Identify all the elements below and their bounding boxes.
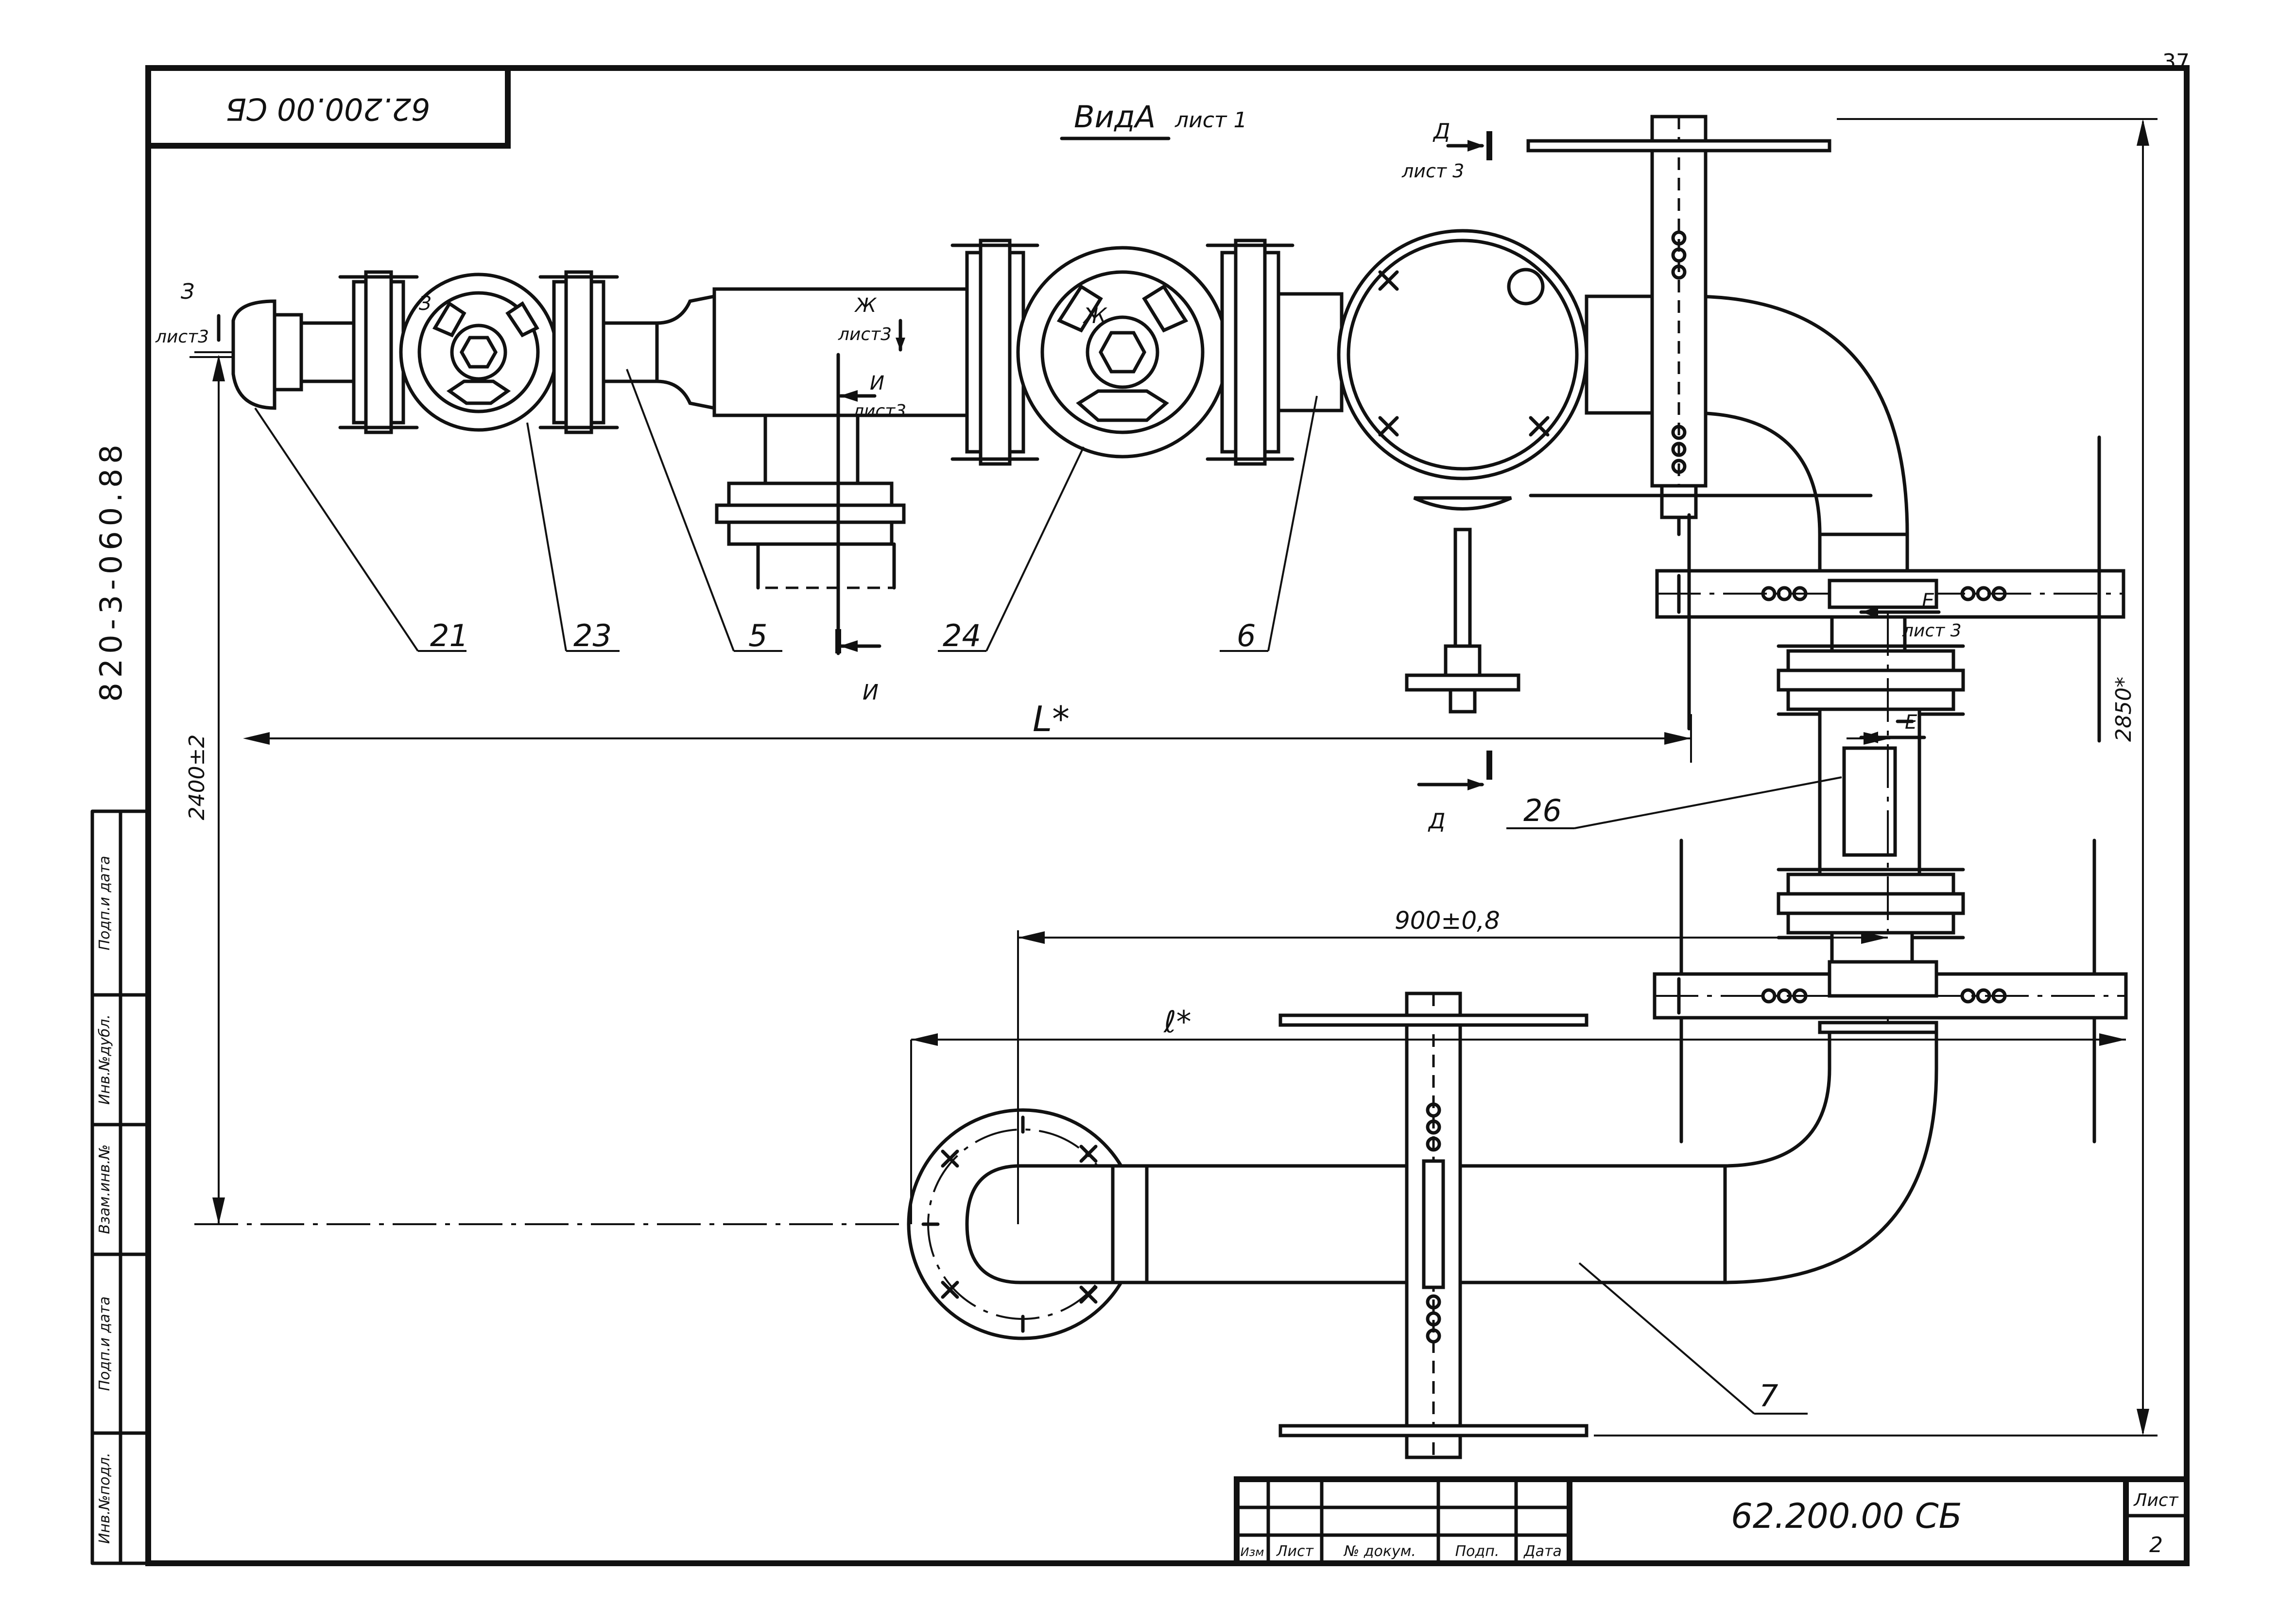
view-sheet-ref: лист 1 [1174, 108, 1247, 133]
upper-support-vertical [1526, 115, 1873, 536]
tb-header-list: Лист [1276, 1543, 1314, 1560]
horizontal-support-lower [1653, 960, 2128, 1020]
section-z-letter: З [181, 279, 194, 304]
dim-900: 900±0,8 [1395, 906, 1500, 935]
section-zh-sheet: лист3 [838, 325, 892, 344]
callout-5: 5 [748, 618, 767, 653]
section-zh-letter: Ж [854, 294, 877, 317]
section-d-bottom: Д [1428, 809, 1445, 834]
tb-header-data: Дата [1523, 1543, 1562, 1560]
callouts: 21 23 5 24 6 26 7 [254, 369, 1842, 1415]
page-number: 37 [2162, 50, 2190, 74]
flange-pair-left [338, 270, 419, 434]
gate-valve-23 [399, 273, 558, 432]
callout-26: 26 [1523, 793, 1562, 828]
section-e-top: Е [1922, 590, 1934, 612]
strip-cell-inv-podl: Инв.№подл. [96, 1453, 113, 1544]
section-d-top-sheet: лист 3 [1401, 160, 1464, 182]
mirrored-document-code: 62.200.00 CБ [225, 91, 430, 127]
dim-2400: 2400±2 [185, 735, 209, 821]
callout-24: 24 [943, 618, 981, 653]
upper-elbow [1585, 285, 1909, 599]
title-block: Изм Лист № докум. Подп. Дата 62.200.00 C… [1234, 1476, 2190, 1566]
view-name: ВидА [1074, 99, 1156, 135]
document-code: 62.200.00 CБ [1731, 1496, 1962, 1536]
upper-pipeline [194, 115, 2128, 1144]
tb-header-podp: Подп. [1455, 1543, 1500, 1560]
series-code: 820-3-060.88 [93, 440, 129, 701]
section-i-bottom: И [863, 680, 879, 705]
callout-23: 23 [573, 618, 612, 653]
dim-l: ℓ* [1163, 1004, 1191, 1040]
section-marks: Д лист 3 Д З лист3 З Ж лист3 Ж И лист3 И… [155, 119, 1962, 834]
section-i-top: И [870, 372, 884, 394]
left-strip: Инв.№подл. Подп.и дата Взам.инв.№ Инв.№д… [90, 809, 150, 1565]
dim-2850: 2850* [2111, 677, 2136, 742]
valve-24-mark: Ж [1082, 304, 1107, 328]
section-e-bottom: Е [1905, 711, 1917, 734]
callout-6: 6 [1237, 618, 1256, 653]
strip-cell-podp-data-1: Подп.и дата [96, 1297, 113, 1391]
sheet-label: Лист [2133, 1490, 2178, 1510]
section-z-sheet: лист3 [155, 327, 209, 347]
pipe-6 [1277, 292, 1344, 412]
horizontal-support-upper [1655, 435, 2125, 743]
sheet-number: 2 [2149, 1533, 2163, 1557]
view-title: ВидА лист 1 [1060, 99, 1247, 140]
callout-21: 21 [430, 618, 468, 653]
strip-cell-inv-dubl: Инв.№дубл. [96, 1014, 113, 1105]
end-cap [231, 299, 357, 410]
dimensions: L* 2400±2 2850* 900±0,8 ℓ* [185, 118, 2158, 1436]
callout-7: 7 [1759, 1378, 1778, 1414]
section-i-top-sheet: лист3 [852, 401, 906, 421]
tb-header-dokum: № докум. [1343, 1543, 1416, 1560]
dim-L: L* [1033, 699, 1070, 739]
tee-5 [602, 287, 969, 590]
strip-cell-podp-data-2: Подп.и дата [96, 856, 113, 951]
vessel [1337, 229, 1588, 714]
flange-pair-24-right [1206, 239, 1295, 466]
strip-cell-vzam-inv: Взам.инв.№ [96, 1145, 113, 1234]
valve-23-mark: З [419, 292, 432, 315]
flange-pair-23-right [538, 270, 619, 434]
section-e-top-sheet: лист 3 [1902, 621, 1962, 641]
section-d-top: Д [1433, 119, 1450, 144]
tb-header-izm: Изм [1241, 1545, 1264, 1559]
lower-pipeline-7 [194, 992, 1938, 1459]
gate-valve-24 [1016, 246, 1229, 459]
